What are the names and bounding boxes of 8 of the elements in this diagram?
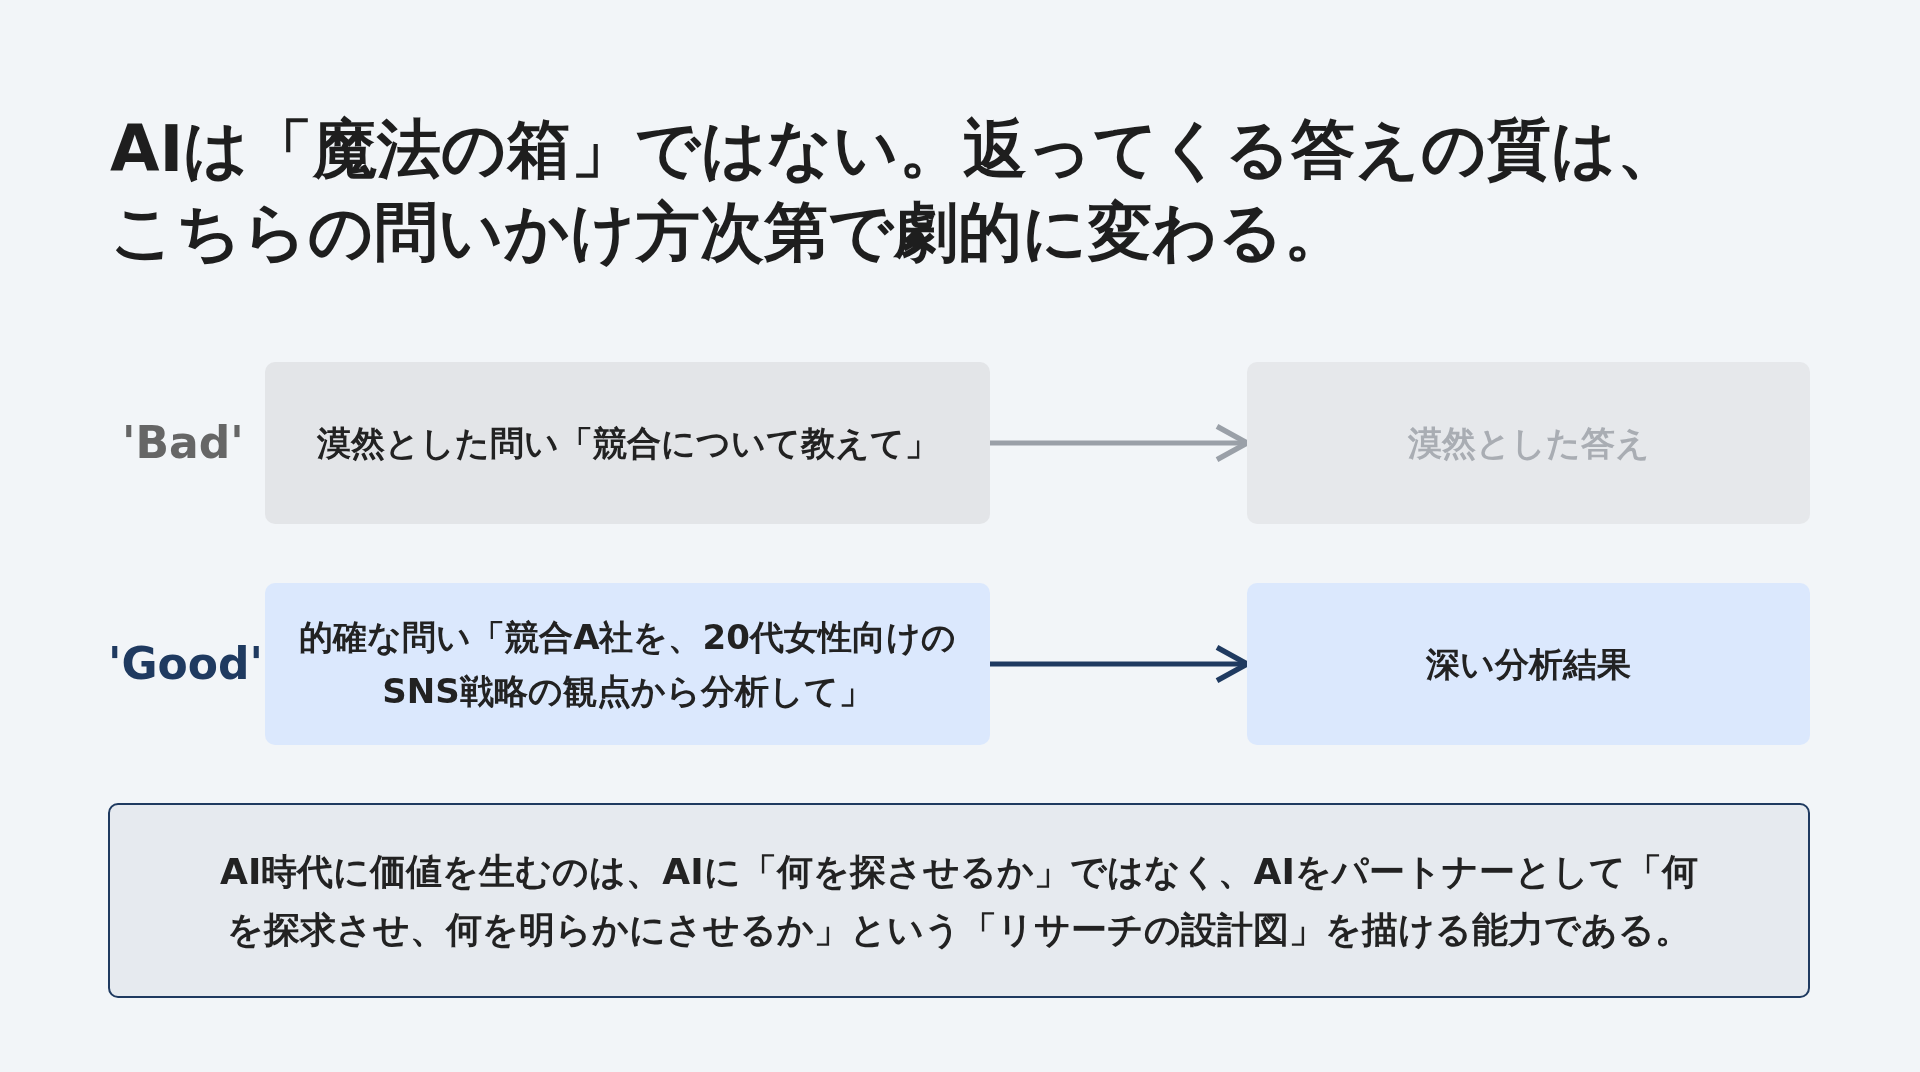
row-label: 'Bad': [122, 416, 244, 470]
row-label: 'Good': [108, 637, 263, 691]
title: AIは「魔法の箱」ではない。返ってくる答えの質は、こちらの問いかけ方次第で劇的に変わる。: [110, 111, 1683, 272]
conclusion-box: AI時代に価値を生むのは、AIに「何を探させるか」ではなく、AIをパートナーとして「何を探求させ、何を明らかにさせるか」という「リサーチの設計図」を描ける能力である。: [108, 803, 1810, 998]
answer-box: 深い分析結果: [1247, 583, 1810, 745]
answer-box: 漠然とした答え: [1247, 362, 1810, 524]
question-box: 漠然とした問い「競合について教えて」: [265, 362, 990, 524]
question-box: 的確な問い「競合A社を、20代女性向けのSNS戦略の観点から分析して」: [265, 583, 990, 745]
